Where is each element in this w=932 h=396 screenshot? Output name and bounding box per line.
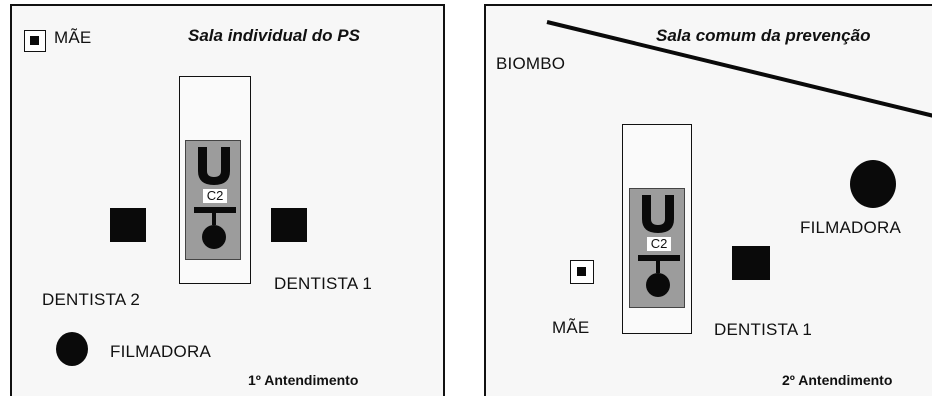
dentist-1-label: DENTISTA 1 (714, 320, 813, 339)
mother-marker-icon (24, 30, 46, 52)
session-label: 2º Antendimento (782, 372, 893, 388)
dentist-1-label: DENTISTA 1 (274, 274, 373, 293)
room-diagram-individual: MÃE Sala individual do PS C2 DENTISTA 2 … (10, 4, 445, 396)
dentist-1-marker (732, 246, 770, 280)
camera-label: FILMADORA (110, 342, 211, 361)
camera-label: FILMADORA (800, 218, 901, 237)
session-label: 1º Antendimento (248, 372, 359, 388)
camera-marker-icon (850, 160, 896, 208)
mother-label: MÃE (54, 28, 92, 47)
chair-label: C2 (647, 237, 671, 251)
camera-marker-icon (56, 332, 88, 366)
screen-label: BIOMBO (496, 54, 566, 73)
dental-chair: C2 (185, 140, 241, 260)
room-title: Sala comum da prevenção (656, 26, 871, 45)
dentist-2-label: DENTISTA 2 (42, 290, 141, 309)
dental-chair-icon (638, 195, 680, 297)
mother-label: MÃE (552, 318, 590, 337)
dentist-1-marker (271, 208, 307, 242)
room-diagram-common: Sala comum da prevenção BIOMBO FILMADORA… (484, 4, 932, 396)
dental-chair: C2 (629, 188, 685, 308)
screen-divider (546, 20, 932, 118)
room-title: Sala individual do PS (188, 26, 360, 45)
chair-label: C2 (203, 189, 227, 203)
mother-marker-icon (570, 260, 594, 284)
dental-chair-icon (194, 147, 236, 249)
dentist-2-marker (110, 208, 146, 242)
